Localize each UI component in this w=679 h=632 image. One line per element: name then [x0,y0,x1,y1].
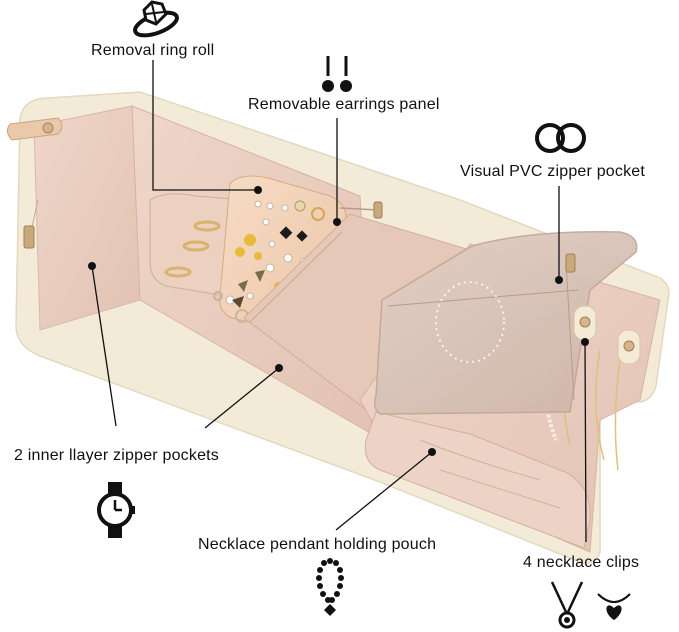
pendant-pouch [364,411,591,549]
left-zipper-pocket [33,105,141,331]
callout-necklace-clips: 4 necklace clips [523,554,640,571]
callout-earrings-panel: Removable earrings panel [248,96,440,113]
callout-ring-roll: Removal ring roll [91,42,215,59]
callout-pendant-pouch: Necklace pendant holding pouch [198,536,437,553]
pvc-shine [435,281,505,363]
earring-studs [213,200,325,323]
pvc-zipper-flap [373,231,638,415]
pendant-necklaces-icon [550,581,631,629]
callout-inner-pockets: 2 inner llayer zipper pockets [14,447,220,464]
callout-dots [88,186,589,456]
wristwatch-icon [97,482,135,538]
zipper-pull [23,225,35,249]
necklace-snap-tabs [573,305,641,365]
center-zipper [339,207,379,211]
callout-pvc-pocket: Visual PVC zipper pocket [460,163,646,180]
beaded-necklace-icon [316,558,344,616]
diamond-ring-icon [133,0,179,38]
stud-earrings-icon [322,56,352,92]
callout-leaders [91,60,587,543]
hoop-earrings-icon [535,123,586,153]
